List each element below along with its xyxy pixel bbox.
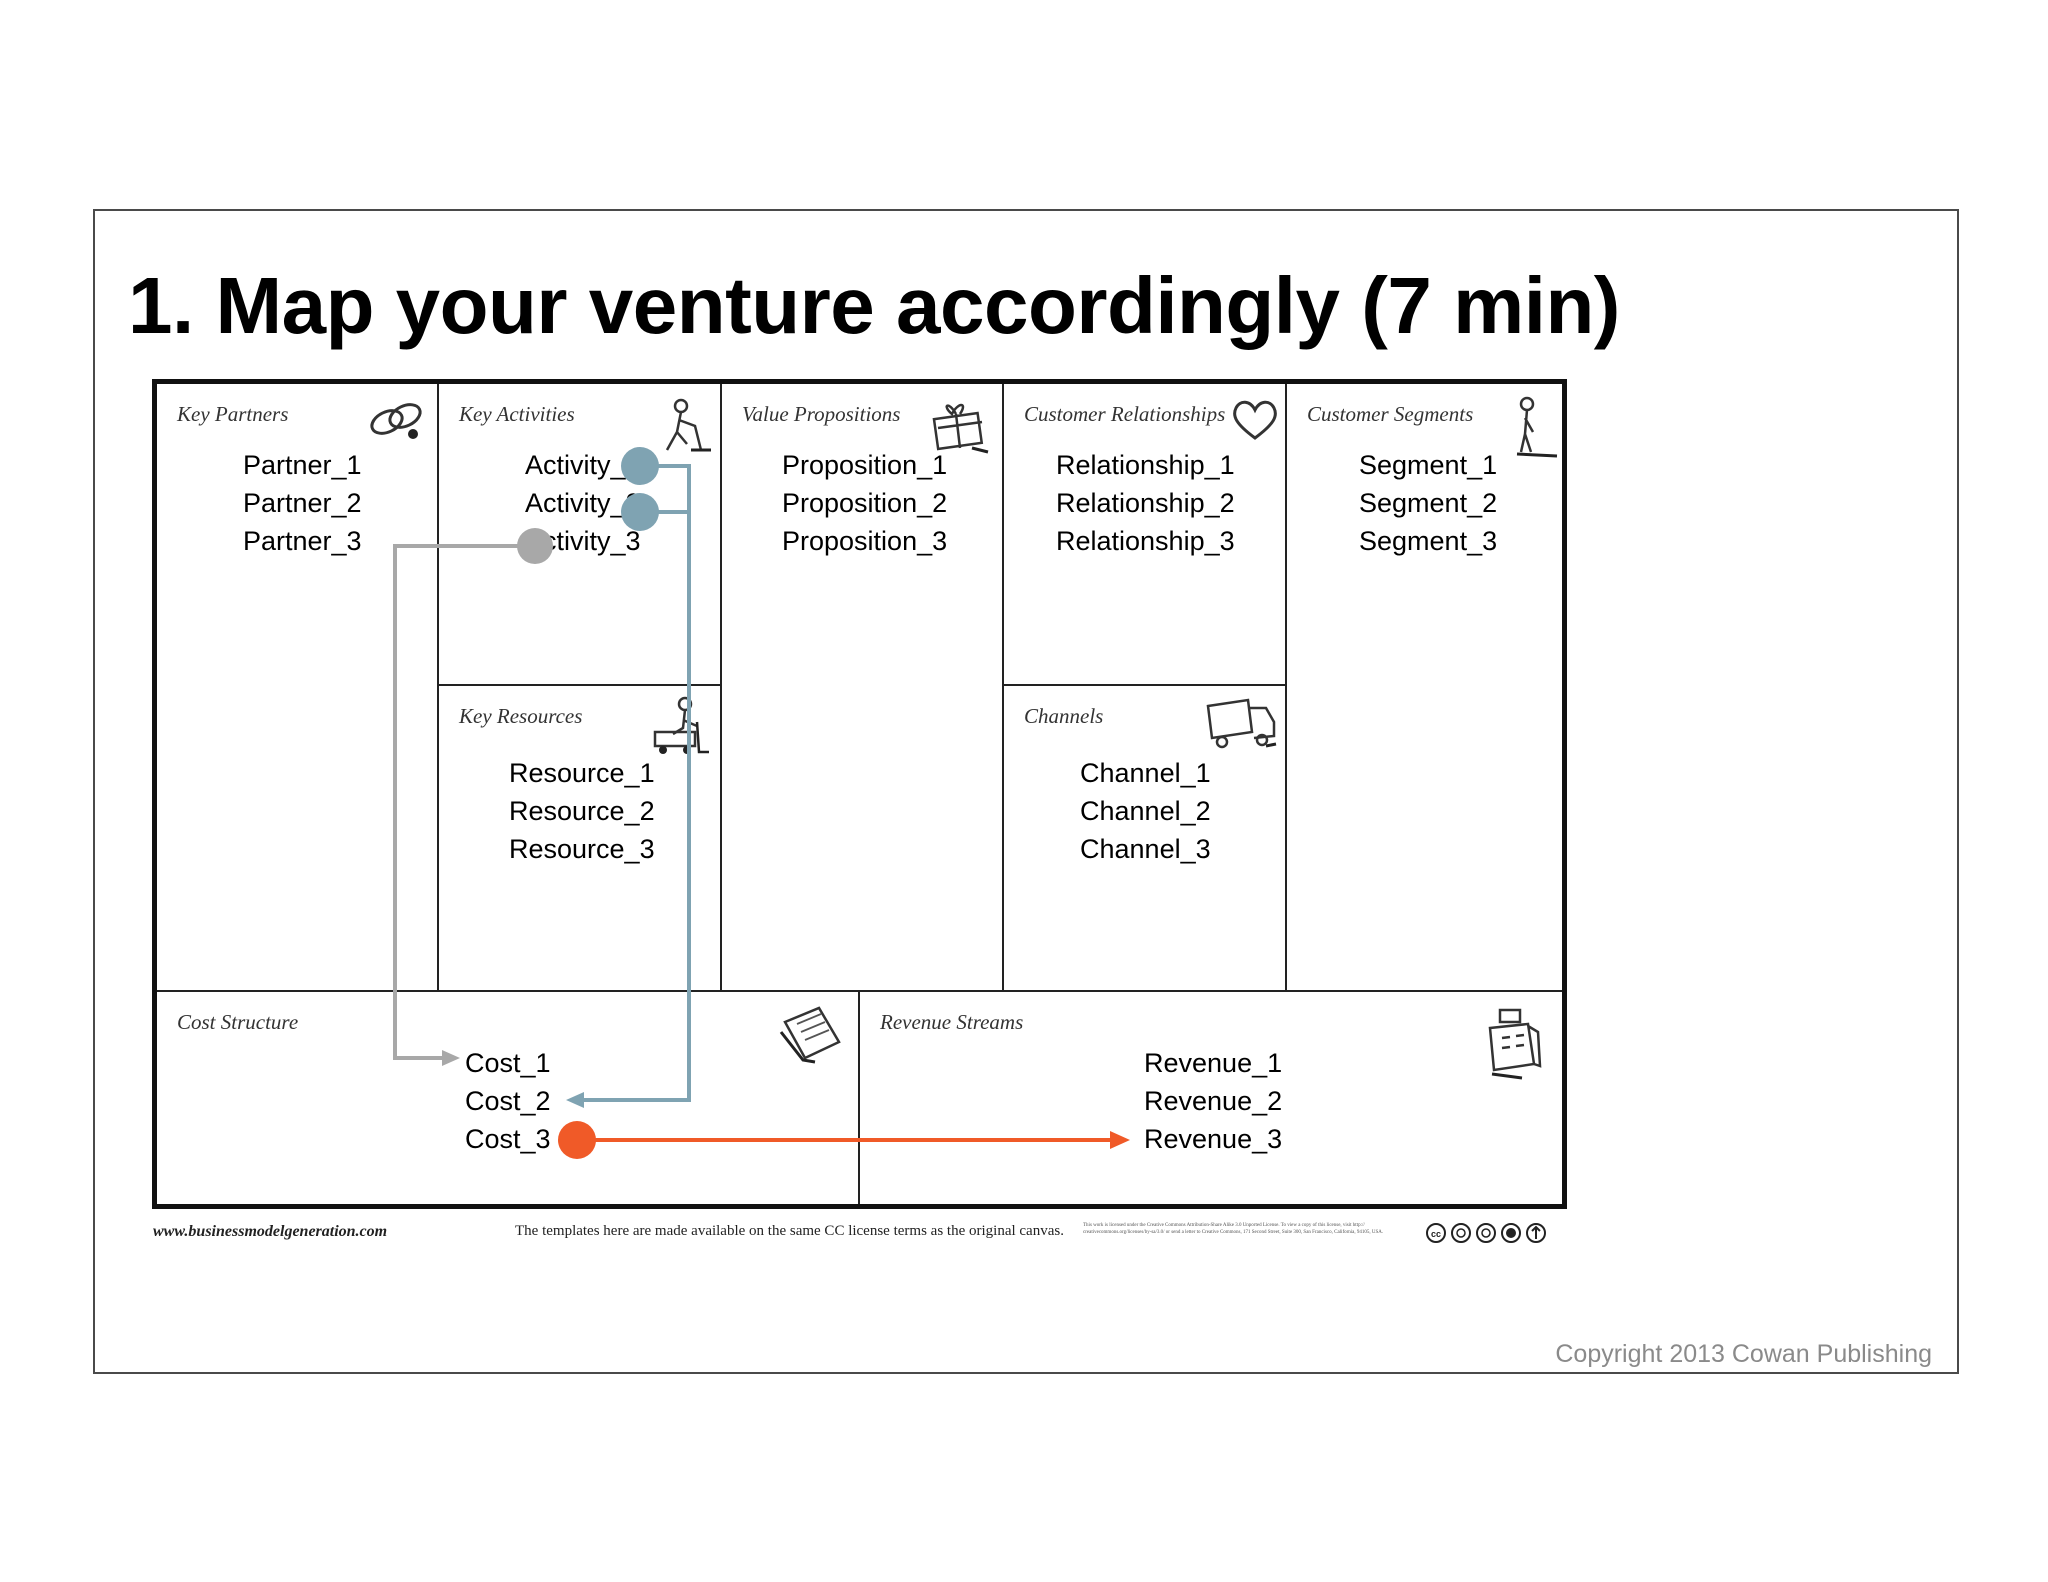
- key-partners-label: Key Partners: [177, 402, 289, 426]
- page-title: 1. Map your venture accordingly (7 min): [128, 261, 1620, 350]
- revenue-item: Revenue_2: [1144, 1086, 1283, 1116]
- proposition-item: Proposition_2: [782, 488, 948, 518]
- price-tag-icon: [779, 1006, 841, 1064]
- proposition-item: Proposition_3: [782, 526, 948, 556]
- partner-item: Partner_2: [243, 488, 362, 518]
- key-resources-block: Key Resources Resource_1 Resource_2 Reso…: [439, 686, 722, 992]
- by-icon: [1451, 1223, 1471, 1243]
- resource-item: Resource_2: [509, 796, 655, 826]
- chain-links-icon: [370, 403, 422, 439]
- partner-item: Partner_3: [243, 526, 362, 556]
- person-icon: [1516, 396, 1558, 458]
- key-activities-label: Key Activities: [459, 402, 575, 426]
- customer-segments-block: Customer Segments Segment_1 Segment_2 Se…: [1287, 384, 1562, 992]
- cc-license-badges: cc: [1426, 1223, 1546, 1243]
- customer-segments-label: Customer Segments: [1307, 402, 1474, 426]
- channels-block: Channels Channel_1 Channel_2 Channel_3: [1004, 686, 1287, 992]
- cost-structure-label: Cost Structure: [177, 1010, 299, 1034]
- gift-icon: [932, 403, 989, 454]
- badge-text: cc: [1431, 1229, 1441, 1239]
- revenue-streams-block: Revenue Streams Revenue_1 Revenue_2 Reve…: [860, 992, 1562, 1204]
- relationship-item: Relationship_2: [1056, 488, 1235, 518]
- partner-item: Partner_1: [243, 450, 362, 480]
- activity-item: Activity_1: [525, 450, 641, 480]
- relationship-item: Relationship_1: [1056, 450, 1235, 480]
- segment-item: Segment_1: [1359, 450, 1498, 480]
- customer-relationships-block: Customer Relationships Relationship_1 Re…: [1004, 384, 1287, 686]
- key-activities-block: Key Activities Activity_1 Activity_2 Act…: [439, 384, 722, 686]
- channel-item: Channel_2: [1080, 796, 1211, 826]
- resource-item: Resource_3: [509, 834, 655, 864]
- key-resources-label: Key Resources: [459, 704, 583, 728]
- cost-item: Cost_1: [465, 1048, 551, 1078]
- key-partners-block: Key Partners Partner_1 Partner_2 Partner…: [157, 384, 439, 992]
- segment-item: Segment_2: [1359, 488, 1498, 518]
- nc-icon: [1501, 1223, 1521, 1243]
- channel-item: Channel_1: [1080, 758, 1211, 788]
- value-propositions-label: Value Propositions: [742, 402, 901, 426]
- cash-register-icon: [1488, 1008, 1542, 1080]
- truck-icon: [1206, 698, 1277, 749]
- cc-icon: cc: [1426, 1223, 1446, 1243]
- customer-relationships-label: Customer Relationships: [1024, 402, 1226, 426]
- footer-fine-print: This work is licensed under the Creative…: [1083, 1223, 1384, 1235]
- copyright-notice: Copyright 2013 Cowan Publishing: [1555, 1340, 1932, 1368]
- cost-item: Cost_2: [465, 1086, 551, 1116]
- resource-item: Resource_1: [509, 758, 655, 788]
- sa-icon: [1476, 1223, 1496, 1243]
- segment-item: Segment_3: [1359, 526, 1498, 556]
- channel-item: Channel_3: [1080, 834, 1211, 864]
- nd-icon: [1526, 1223, 1546, 1243]
- activity-item: Activity_3: [525, 526, 641, 556]
- channels-label: Channels: [1024, 704, 1104, 728]
- revenue-item: Revenue_1: [1144, 1048, 1283, 1078]
- heart-icon: [1233, 400, 1277, 440]
- forklift-worker-icon: [653, 696, 709, 754]
- worker-icon: [665, 398, 711, 452]
- value-propositions-block: Value Propositions Proposition_1 Proposi…: [722, 384, 1004, 992]
- business-model-canvas: Key Partners Partner_1 Partner_2 Partner…: [152, 379, 1567, 1209]
- cost-structure-block: Cost Structure Cost_1 Cost_2 Cost_3: [157, 992, 860, 1204]
- relationship-item: Relationship_3: [1056, 526, 1235, 556]
- activity-item: Activity_2: [525, 488, 641, 518]
- footer-url: www.businessmodelgeneration.com: [153, 1223, 388, 1240]
- cost-item: Cost_3: [465, 1124, 551, 1154]
- revenue-streams-label: Revenue Streams: [880, 1010, 1024, 1034]
- footer-note: The templates here are made available on…: [515, 1223, 1064, 1239]
- revenue-item: Revenue_3: [1144, 1124, 1283, 1154]
- proposition-item: Proposition_1: [782, 450, 948, 480]
